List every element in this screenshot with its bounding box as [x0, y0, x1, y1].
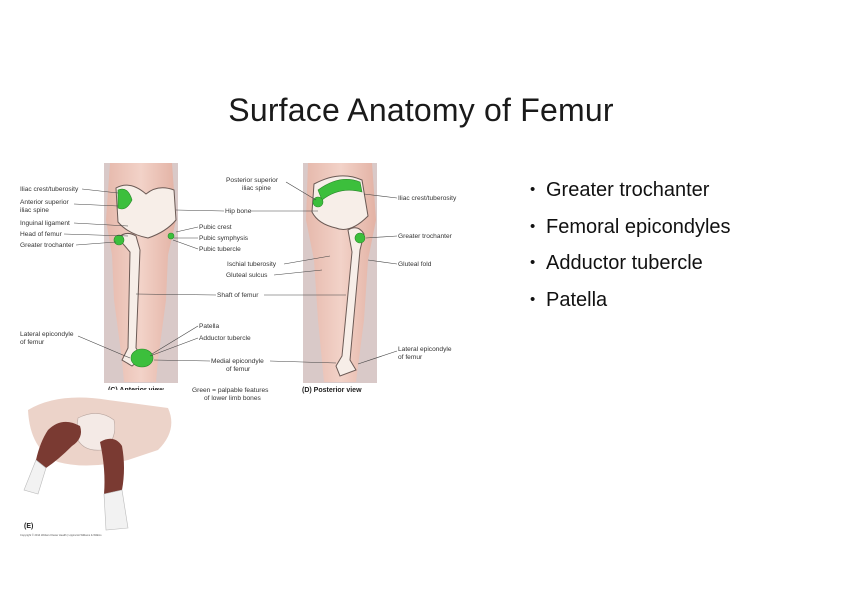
palpable-greater-trochanter: [113, 234, 125, 246]
slide-title: Surface Anatomy of Femur: [228, 92, 614, 128]
anterior-view-panel: [104, 163, 178, 383]
bullet-item: •Greater trochanter: [530, 172, 731, 209]
caption-posterior-view: (D) Posterior view: [302, 387, 362, 394]
right-sleeve: [103, 489, 129, 531]
posterior-view-panel: [303, 163, 377, 383]
label-lateral-epicondyle-1: Lateral epicondyle: [20, 331, 74, 338]
posterior-femur-bone: [335, 227, 365, 377]
label-adductor-tubercle: Adductor tubercle: [199, 335, 251, 342]
label-patella: Patella: [199, 323, 219, 330]
right-gloved-hand: [100, 438, 124, 498]
palpable-posterior-iliac-crest: [317, 179, 363, 201]
legend-line-1: Green = palpable features: [192, 387, 269, 394]
label-posterior-greater-trochanter: Greater trochanter: [398, 233, 453, 240]
legend-line-2: of lower limb bones: [204, 395, 262, 402]
label-gluteal-fold: Gluteal fold: [398, 261, 432, 268]
middle-labels: Hip bone Shaft of femur Medial epicondyl…: [135, 208, 346, 373]
photo-caption: (E): [24, 523, 33, 530]
label-ischial-tuberosity: Ischial tuberosity: [227, 261, 277, 268]
label-greater-trochanter: Greater trochanter: [20, 242, 75, 249]
posterior-right-labels: Iliac crest/tuberosity Greater trochante…: [357, 193, 457, 365]
palpable-pubic-tubercle: [167, 232, 175, 240]
bullet-dot-icon: •: [530, 290, 536, 308]
label-lateral-epicondyle-2: of femur: [20, 339, 45, 346]
label-posterior-lateral-epicondyle-2: of femur: [398, 354, 423, 361]
bullet-list: •Greater trochanter •Femoral epicondyles…: [530, 172, 731, 318]
left-gloved-hand: [36, 421, 81, 468]
femur-anatomy-figure: Iliac crest/tuberosity Anterior superior…: [20, 163, 457, 402]
anterior-right-labels: Pubic crest Pubic symphysis Pubic tuberc…: [149, 224, 251, 357]
label-medial-epicondyle-1: Medial epicondyle: [211, 358, 264, 365]
bullet-dot-icon: •: [530, 217, 536, 235]
label-inguinal-ligament: Inguinal ligament: [20, 220, 70, 227]
label-psis-2: iliac spine: [242, 185, 271, 192]
label-pubic-crest: Pubic crest: [199, 224, 232, 231]
copyright-note: Copyright © 2014 Wolters Kluwer Health |…: [20, 533, 102, 537]
palpable-patella: [130, 348, 154, 368]
bullet-dot-icon: •: [530, 254, 536, 271]
label-gluteal-sulcus: Gluteal sulcus: [226, 272, 268, 279]
label-iliac-crest: Iliac crest/tuberosity: [20, 186, 79, 193]
left-sleeve: [23, 459, 47, 495]
label-psis-1: Posterior superior: [226, 177, 279, 184]
label-head-of-femur: Head of femur: [20, 231, 63, 238]
label-hip-bone: Hip bone: [225, 208, 252, 215]
bullet-item: •Adductor tubercle: [530, 245, 731, 282]
label-posterior-lateral-epicondyle-1: Lateral epicondyle: [398, 346, 452, 353]
label-medial-epicondyle-2: of femur: [226, 366, 251, 373]
label-pubic-tubercle: Pubic tubercle: [199, 246, 241, 253]
label-pubic-symphysis: Pubic symphysis: [199, 235, 249, 242]
femur-bone: [117, 232, 143, 367]
anterior-left-labels: Iliac crest/tuberosity Anterior superior…: [20, 186, 131, 359]
posterior-left-labels: Posterior superior iliac spine Ischial t…: [226, 177, 331, 279]
label-asis-1: Anterior superior: [20, 199, 70, 206]
label-posterior-iliac-crest: Iliac crest/tuberosity: [398, 195, 457, 202]
palpation-photo: (E) Copyright © 2014 Wolters Kluwer Heal…: [18, 390, 178, 540]
bullet-item: •Patella: [530, 282, 731, 319]
palpable-posterior-greater-trochanter: [354, 232, 366, 244]
label-shaft-of-femur: Shaft of femur: [217, 292, 259, 299]
label-asis-2: iliac spine: [20, 207, 49, 214]
palpable-iliac-crest: [117, 188, 133, 210]
palpable-posterior-superior-iliac-spine: [312, 196, 324, 208]
bullet-item: •Femoral epicondyles: [530, 209, 731, 246]
bullet-dot-icon: •: [530, 181, 536, 198]
